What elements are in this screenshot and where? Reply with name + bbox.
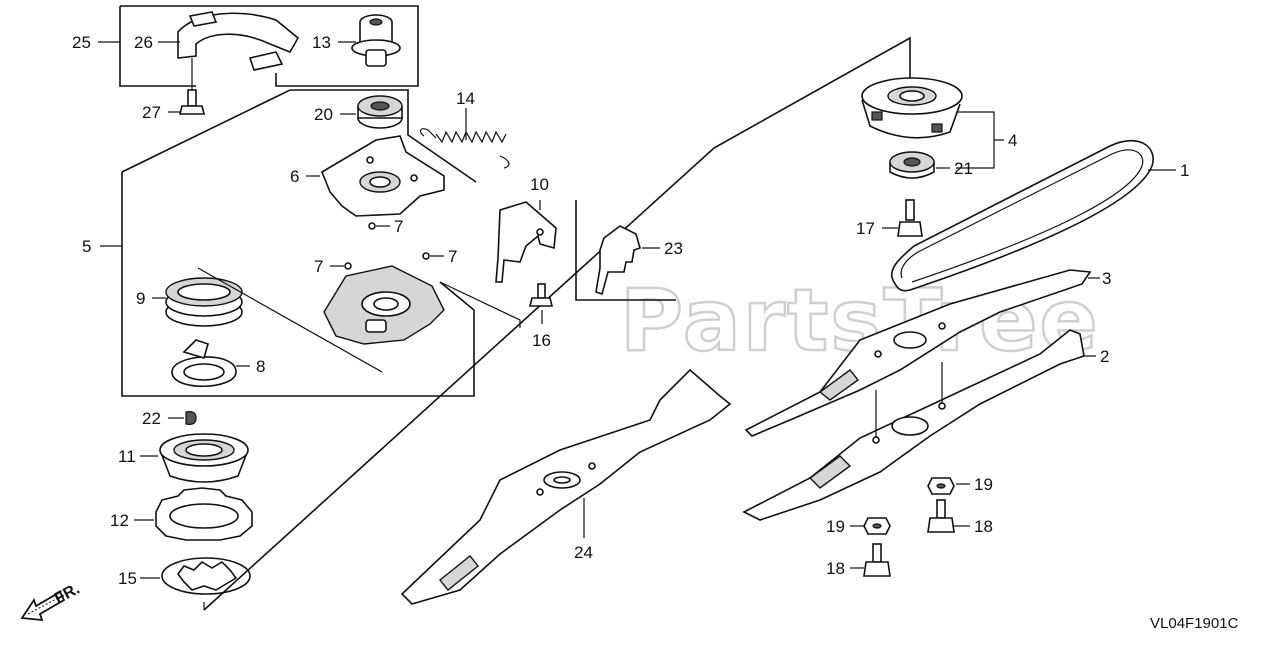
part-11-housing	[140, 433, 249, 483]
part-18-bolt-right	[927, 499, 970, 533]
callout-18-right: 18	[974, 517, 993, 536]
callout-18-left: 18	[826, 559, 845, 578]
callout-8: 8	[256, 357, 265, 376]
part-19-nut-right	[927, 477, 970, 495]
part-23-bracket	[575, 200, 676, 301]
callout-19-left: 19	[826, 517, 845, 536]
leader-lines	[203, 36, 911, 611]
callout-7a: 7	[394, 217, 403, 236]
callout-4: 4	[1008, 131, 1017, 150]
callout-13: 13	[312, 33, 331, 52]
callout-26: 26	[134, 33, 153, 52]
part-2-blade	[742, 329, 1096, 521]
callout-5: 5	[82, 237, 91, 256]
part-15-washer	[140, 557, 251, 595]
part-27-bolt	[168, 58, 206, 115]
callout-15: 15	[118, 569, 137, 588]
part-1-belt	[890, 140, 1176, 292]
callout-24: 24	[574, 543, 593, 562]
callout-25: 25	[72, 33, 91, 52]
callout-12: 12	[110, 511, 129, 530]
part-4-pulley	[861, 77, 1004, 169]
callout-19-right: 19	[974, 475, 993, 494]
diagram-code: VL04F1901C	[1150, 615, 1239, 632]
callout-labels: 1 2 3 4 5 6 7 7 7 8 9 10 11 12 13 14 15 …	[72, 33, 1189, 588]
callout-23: 23	[664, 239, 683, 258]
group-5-box	[100, 89, 477, 397]
callout-7b: 7	[314, 257, 323, 276]
callout-22: 22	[142, 409, 161, 428]
part-7-pins	[330, 222, 444, 270]
part-24-blade	[400, 368, 732, 605]
part-plate-lower	[323, 265, 521, 345]
callout-17: 17	[856, 219, 875, 238]
callout-9: 9	[136, 289, 145, 308]
part-16-bolt	[528, 283, 554, 324]
callout-20: 20	[314, 105, 333, 124]
part-18-bolt-left	[850, 543, 891, 577]
callout-16: 16	[532, 331, 551, 350]
callout-27: 27	[142, 103, 161, 122]
part-3-blade	[744, 269, 1100, 437]
callout-1: 1	[1180, 161, 1189, 180]
part-17-bolt	[882, 199, 923, 237]
group-25-box	[98, 5, 419, 87]
part-10-bracket	[495, 200, 557, 283]
part-19-nut-left	[850, 517, 891, 535]
part-26-clip	[158, 11, 300, 71]
callout-3: 3	[1102, 269, 1111, 288]
callout-14: 14	[456, 89, 475, 108]
part-14-spring	[419, 108, 510, 169]
front-arrow-icon	[20, 590, 66, 622]
part-6-plate	[306, 135, 445, 217]
callout-11: 11	[118, 447, 136, 466]
part-22-key	[168, 411, 197, 425]
callout-6: 6	[290, 167, 299, 186]
part-12-gear-ring	[134, 487, 253, 541]
callout-21: 21	[954, 159, 973, 178]
part-13-bushing	[338, 14, 401, 67]
callout-10: 10	[530, 175, 549, 194]
callout-7c: 7	[448, 247, 457, 266]
part-20-bearing	[340, 95, 403, 129]
part-21-bearing	[889, 151, 950, 179]
callout-2: 2	[1100, 347, 1109, 366]
part-9-spring	[152, 267, 383, 373]
part-8-retainer	[171, 339, 250, 387]
